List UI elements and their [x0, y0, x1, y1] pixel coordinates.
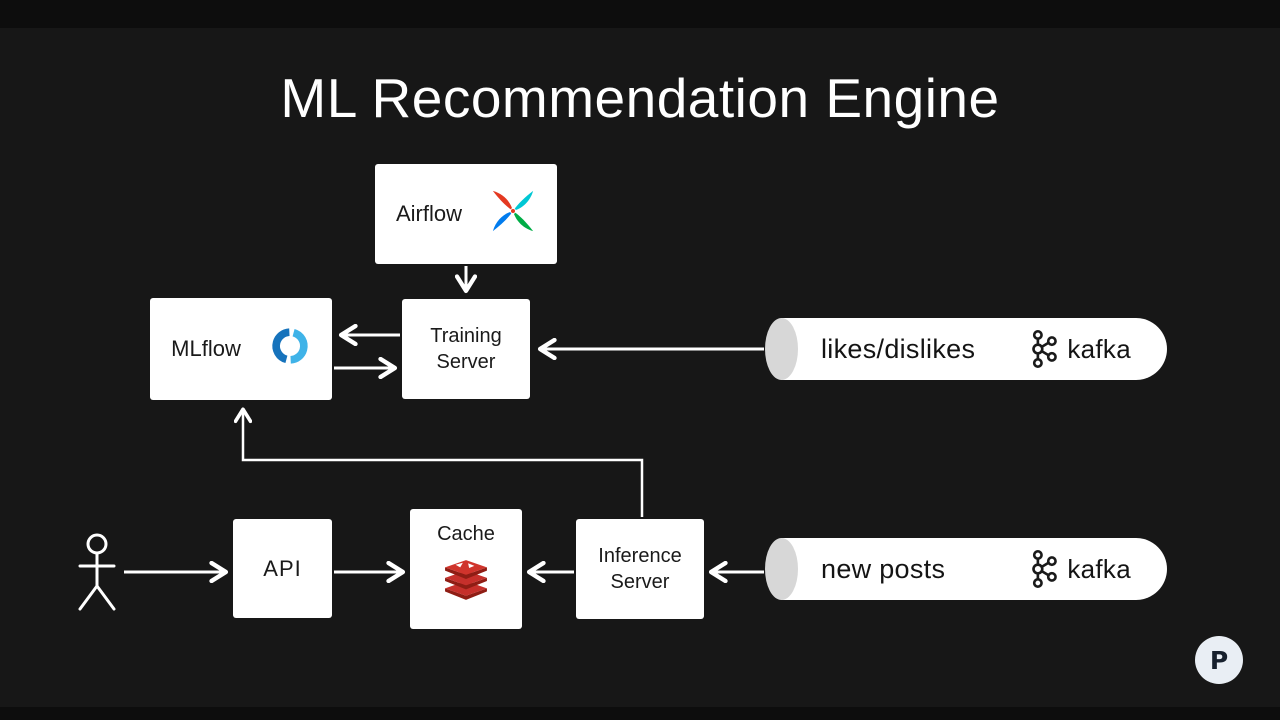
node-airflow: Airflow [375, 164, 557, 264]
kafka-logo-icon [1032, 550, 1058, 588]
node-mlflow: MLflow [150, 298, 332, 400]
pipe-cap [765, 318, 798, 380]
letterbox-top [0, 0, 1280, 28]
pipe-body [781, 538, 1167, 600]
watermark-badge: P [1195, 636, 1243, 684]
node-training-server-label: Training Server [430, 325, 502, 373]
kafka-brand: kafka [1030, 318, 1131, 380]
node-training-server: Training Server [402, 299, 530, 399]
letterbox-bottom [0, 707, 1280, 720]
kafka-wordmark: kafka [1067, 333, 1131, 364]
node-api-label: API [263, 555, 302, 581]
stream-new-posts: new posts kafka [765, 538, 1167, 600]
mlflow-loop-icon [269, 325, 311, 373]
pipe-body [781, 318, 1167, 380]
edge-inference-to-mlflow [243, 410, 644, 517]
kafka-logo-icon [1032, 330, 1058, 368]
stream-likes-dislikes: likes/dislikes kafka [765, 318, 1167, 380]
node-cache: Cache [410, 509, 522, 629]
kafka-brand: kafka [1030, 538, 1131, 600]
node-inference-server: Inference Server [576, 519, 704, 619]
kafka-wordmark: kafka [1067, 553, 1131, 584]
node-cache-label: Cache [437, 523, 495, 545]
stick-figure-icon [78, 533, 116, 611]
watermark-p-icon: P [1209, 645, 1229, 675]
node-api: API [233, 519, 332, 618]
node-mlflow-label: MLflow [171, 336, 241, 361]
redis-stack-icon [440, 558, 492, 608]
page-title: ML Recommendation Engine [280, 67, 1000, 129]
node-inference-server-label: Inference Server [598, 545, 682, 593]
airflow-pinwheel-icon [490, 188, 536, 240]
stream-new-posts-label: new posts [821, 553, 946, 584]
node-airflow-label: Airflow [395, 201, 462, 226]
pipe-cap [765, 538, 798, 600]
stream-likes-dislikes-label: likes/dislikes [821, 333, 976, 364]
